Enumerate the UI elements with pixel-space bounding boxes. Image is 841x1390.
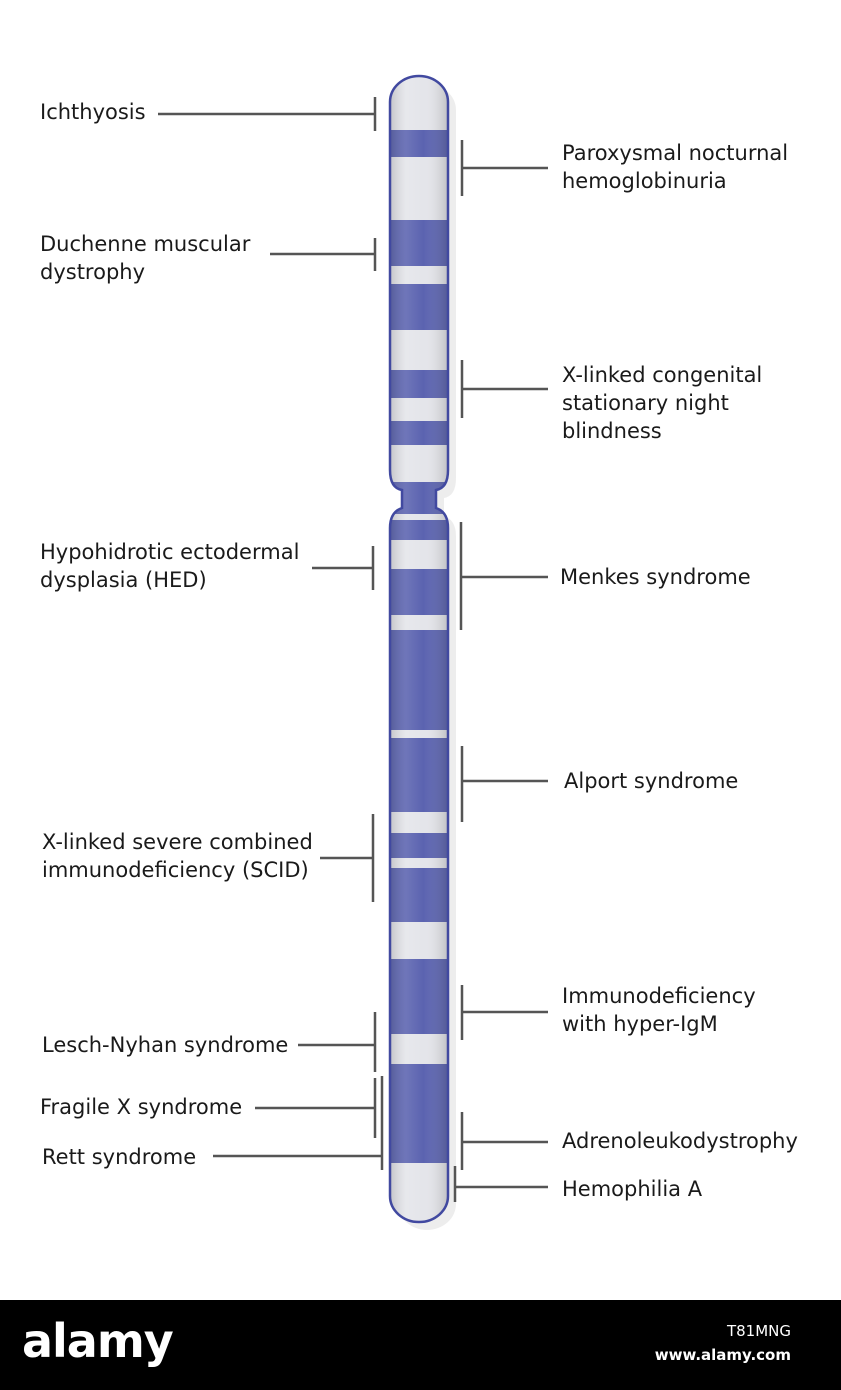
label-alport: Alport syndrome	[564, 769, 739, 793]
label-csnb: X-linked congenital stationary night bli…	[562, 363, 763, 443]
label-rett: Rett syndrome	[42, 1145, 197, 1169]
label-ald: Adrenoleukodystrophy	[562, 1129, 798, 1153]
label-lesch-nyhan: Lesch-Nyhan syndrome	[42, 1033, 289, 1057]
website-url: www.alamy.com	[654, 1346, 791, 1364]
label-pnh: Paroxysmal nocturnal hemoglobinuria	[562, 141, 789, 193]
label-ichthyosis: Ichthyosis	[40, 100, 146, 124]
chromosome-diagram	[158, 74, 548, 1230]
label-fragile-x: Fragile X syndrome	[40, 1095, 243, 1119]
chromosome-body	[390, 76, 448, 1222]
label-hemophilia-a: Hemophilia A	[562, 1177, 703, 1201]
chromosome-outline	[388, 74, 450, 1224]
image-id: T81MNG	[726, 1322, 791, 1340]
label-hyper-igm: Immunodeficiency with hyper-IgM	[562, 984, 756, 1036]
label-menkes: Menkes syndrome	[560, 565, 751, 589]
chromosome-shading	[390, 76, 448, 1222]
label-duchenne: Duchenne muscular dystrophy	[40, 232, 251, 284]
alamy-logo: alamy	[22, 1314, 174, 1368]
label-hed: Hypohidrotic ectodermal dysplasia (HED)	[40, 540, 300, 592]
leader-lines	[158, 97, 548, 1202]
label-scid: X-linked severe combined immunodeficienc…	[42, 830, 313, 882]
watermark-footer: alamy T81MNG www.alamy.com	[0, 1300, 841, 1390]
